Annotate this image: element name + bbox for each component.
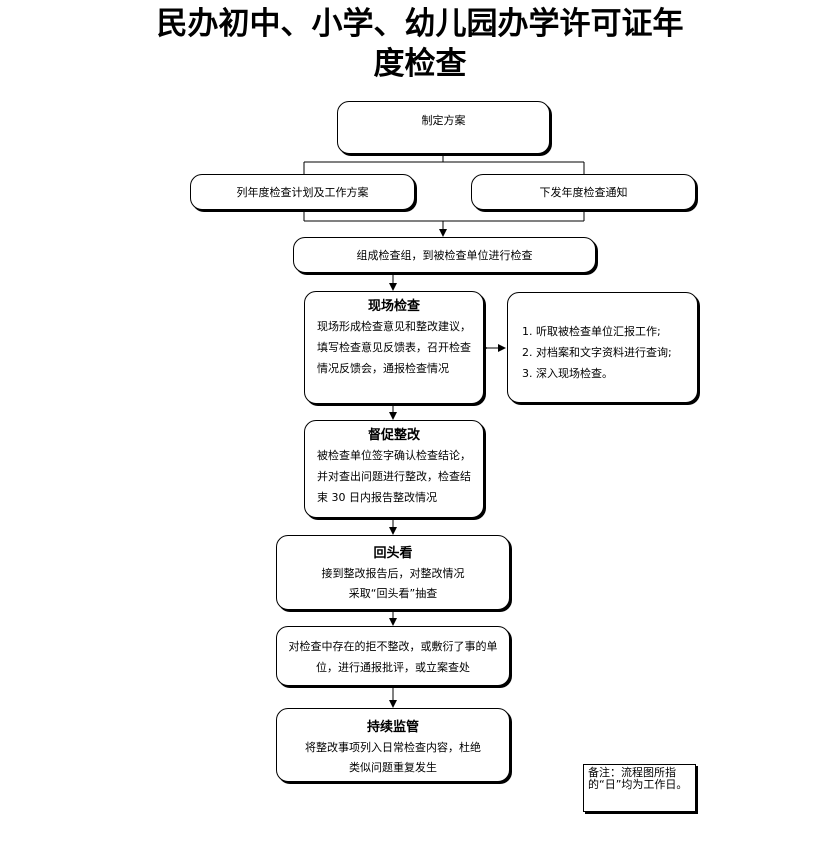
page-title-line1: 民办初中、小学、幼儿园办学许可证年 xyxy=(156,6,684,42)
step-make-plan: 制定方案 xyxy=(337,101,550,154)
step-make-plan-label: 制定方案 xyxy=(421,114,466,127)
step-onsite-text: 现场形成检查意见和整改建议，填写检查意见反馈表，召开检查情况反馈会，通报检查情况 xyxy=(317,320,471,375)
side-procedures: 1. 听取被检查单位汇报工作; 2. 对档案和文字资料进行查询; 3. 深入现场… xyxy=(507,292,698,403)
step-supervise-heading: 督促整改 xyxy=(367,428,420,443)
step-look-back: 回头看 接到整改报告后，对整改情况 采取“回头看”抽查 xyxy=(276,535,510,610)
step-issue-notice: 下发年度检查通知 xyxy=(471,174,696,210)
step-supervise-rectify: 督促整改 被检查单位签字确认检查结论，并对查出问题进行整改，检查结束 30 日内… xyxy=(304,420,484,518)
footnote: 备注：流程图所指的“日”均为工作日。 xyxy=(583,764,696,812)
page-title-line2: 度检查 xyxy=(373,46,467,82)
step-continuous-heading: 持续监管 xyxy=(366,720,419,735)
side-procedure-item: 3. 深入现场检查。 xyxy=(522,367,613,380)
step-continuous-line1: 将整改事项列入日常检查内容，杜绝 xyxy=(305,741,481,754)
step-form-team: 组成检查组，到被检查单位进行检查 xyxy=(293,237,596,273)
footnote-text: 备注：流程图所指的“日”均为工作日。 xyxy=(588,766,688,791)
step-form-team-label: 组成检查组，到被检查单位进行检查 xyxy=(356,249,533,262)
step-annual-plan-label: 列年度检查计划及工作方案 xyxy=(236,186,369,199)
step-look-back-heading: 回头看 xyxy=(373,546,413,561)
step-continuous-line2: 类似问题重复发生 xyxy=(349,761,437,774)
step-onsite-heading: 现场检查 xyxy=(367,299,420,314)
side-procedure-item: 1. 听取被检查单位汇报工作; xyxy=(522,325,661,338)
step-penalty-line1: 对检查中存在的拒不整改，或敷衍了事的单 xyxy=(288,640,498,653)
step-issue-notice-label: 下发年度检查通知 xyxy=(539,186,628,199)
step-supervise-text: 被检查单位签字确认检查结论，并对查出问题进行整改，检查结束 30 日内报告整改情… xyxy=(317,449,471,504)
step-annual-plan: 列年度检查计划及工作方案 xyxy=(190,174,415,210)
step-penalty-line2: 位，进行通报批评，或立案查处 xyxy=(316,661,470,674)
step-look-back-line1: 接到整改报告后，对整改情况 xyxy=(321,567,465,580)
step-penalty: 对检查中存在的拒不整改，或敷衍了事的单 位，进行通报批评，或立案查处 xyxy=(276,626,510,686)
step-continuous-supervision: 持续监管 将整改事项列入日常检查内容，杜绝 类似问题重复发生 xyxy=(276,708,510,782)
step-look-back-line2: 采取“回头看”抽查 xyxy=(348,587,438,600)
step-onsite-inspection: 现场检查 现场形成检查意见和整改建议，填写检查意见反馈表，召开检查情况反馈会，通… xyxy=(304,291,484,404)
side-procedure-item: 2. 对档案和文字资料进行查询; xyxy=(522,346,672,359)
